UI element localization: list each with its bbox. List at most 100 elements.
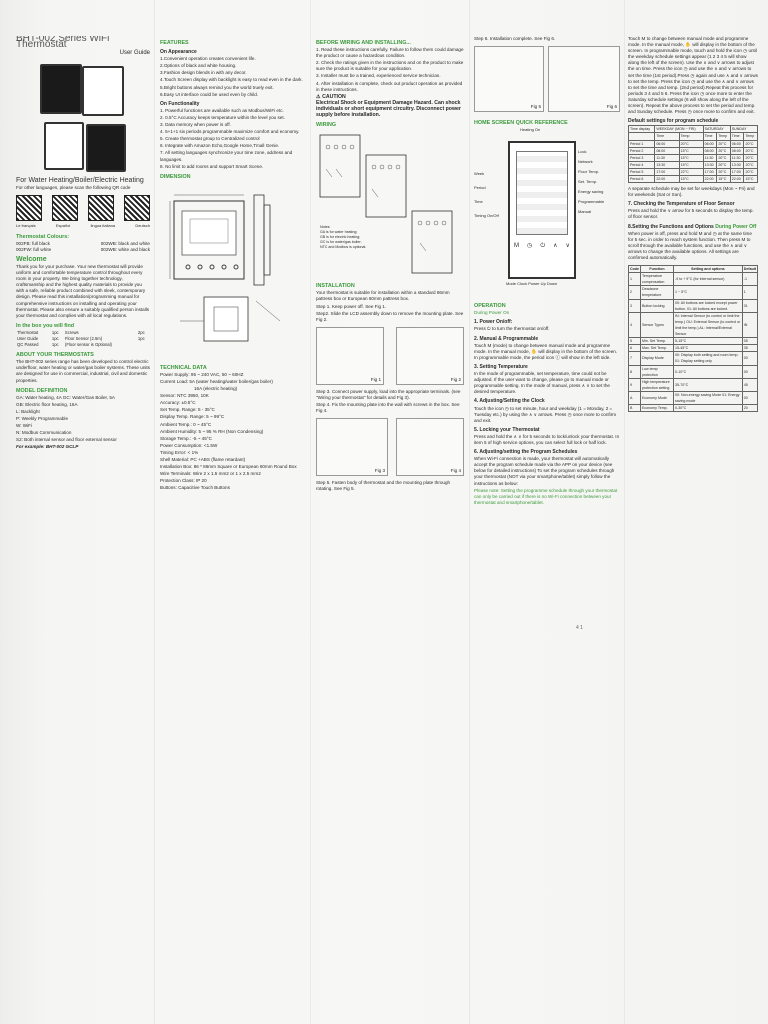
features-heading: FEATURES (160, 40, 189, 46)
screen-label: Network (578, 159, 593, 165)
feature-line: 2. 0.5°C Accuracy keeps temperature with… (160, 114, 285, 120)
step-line: Step 5. Fasten body of thermostat and th… (316, 480, 451, 492)
feature-line: 6.Easy UI interface could be used even b… (160, 91, 259, 97)
op-text: In the mode of programmable, set tempera… (474, 371, 610, 395)
op-heading: 5. Locking your Thermostat (474, 426, 540, 433)
op-heading: 4. Adjusting/Setting the Clock (474, 398, 545, 405)
dimension-drawing (160, 181, 306, 361)
power-on-note: During Power On (474, 310, 510, 316)
product-photos (16, 60, 150, 178)
welcome-text: Thank you for your purchase. Your new th… (16, 263, 150, 318)
qr-label: Español (55, 223, 71, 229)
column-features: FEATURES On Appearance 1.Convenient oper… (160, 36, 306, 492)
wiring-diagram (319, 134, 453, 274)
screen-label: Energy saving (578, 189, 604, 195)
op-text: Press and hold the ∧ ∨ for 5 seconds to … (474, 433, 620, 445)
tech-line: Set Temp. Range: 5 - 35°C (160, 407, 215, 413)
op-heading: 3. Setting Temperature (474, 363, 528, 370)
operation-heading: OPERATION (474, 303, 506, 310)
before-line: 3. Installer must be a trained, experien… (316, 73, 441, 79)
clock-button[interactable]: ◷ (527, 243, 533, 250)
model-line: N: Modbus Communication (16, 430, 72, 436)
qr-code-icon[interactable] (16, 195, 42, 222)
screen-label: Timing On/Off (474, 213, 499, 219)
tech-line: Display Temp. Range: 5 ~ 99°C (160, 414, 225, 420)
schedule-intro: Touch M to change between manual mode an… (628, 36, 758, 115)
before-line: 4. After installation is complete, check… (316, 80, 463, 92)
dimension-diagram (169, 194, 281, 342)
tech-line: Wire Terminals: Wire 2 x 1.5 mm2 or 1 x … (160, 471, 261, 477)
model-heading: MODEL DEFINITION (16, 387, 68, 394)
tech-line: Installation Box: 86 * 86mm Square or Eu… (160, 464, 297, 470)
step-line: Step 6. Installation complete. See Fig 6… (474, 36, 556, 41)
qr-code-icon[interactable] (124, 195, 150, 222)
column-operation: Step 6. Installation complete. See Fig 6… (474, 36, 620, 507)
button-legend: Mode Clock Power Up Down (506, 281, 558, 287)
step-line: Step 4. Fix the mounting plate into the … (316, 401, 460, 414)
welcome-heading: Welcome (16, 255, 47, 263)
screen-label: Set. Temp. (578, 179, 598, 185)
column-settings: Touch M to change between manual mode an… (628, 36, 758, 413)
qr-code-icon[interactable] (52, 195, 78, 222)
step-line: Step2. Slide the LCD assembly down to re… (316, 310, 464, 322)
dimension-heading: DIMENSION (160, 173, 191, 180)
model-line: W: WiFi (16, 423, 32, 429)
note-line: GC is for water/gas boiler; (320, 240, 362, 245)
caution-label: CAUTION (322, 93, 346, 100)
tech-line: Ambient Temp.: 0 ~ 45°C (160, 421, 212, 427)
fig6-drawing: Fig 6 (548, 46, 620, 113)
down-button[interactable]: ∨ (565, 243, 570, 250)
colours-heading: Thermostat Colours: (16, 233, 70, 240)
qr-codes (16, 195, 150, 222)
colour-item: 002WB: black and white (100, 240, 150, 246)
manual-subtitle: User Guide (119, 50, 150, 57)
installation-heading: INSTALLATION (316, 283, 355, 290)
column-installation: BEFORE WIRING AND INSTALLING... 1. Read … (316, 36, 464, 493)
functions-text: When power is off, press and hold M and … (628, 230, 752, 260)
feature-line: 8. No limit to add rooms and support Sma… (160, 163, 264, 169)
op-text: Touch M (mode) to change between manual … (474, 342, 618, 360)
home-heading: HOME SCREEN QUICK REFERENCE (474, 120, 568, 127)
fig-caption: Fig 4 (450, 468, 461, 474)
tech-line: Timing Error: < 1% (160, 449, 199, 455)
op-heading: 6. Adjusting/setting the Program Schedul… (474, 449, 578, 456)
colour-item: 002FW: full white (16, 246, 52, 252)
before-line: 1. Read these instructions carefully. Fa… (316, 47, 464, 59)
fold-line (154, 0, 155, 1024)
left-labels: Week Period Time Timing On/Off (474, 167, 499, 223)
functions-title: 8.Setting the Functions and Options (628, 223, 714, 230)
feature-line: 4. 5+1+1 six periods programmable maximi… (160, 129, 300, 135)
power-button[interactable]: ⏻ (540, 243, 546, 250)
tech-line: Ambient Humidity: 5 ~ 95 % RH (Non Conde… (160, 428, 264, 434)
up-button[interactable]: ∧ (553, 243, 558, 250)
mode-button[interactable]: M (514, 243, 520, 250)
note-line: GB is for electric heating; (320, 235, 361, 240)
qr-code-icon[interactable] (88, 195, 114, 222)
note-line: GA is for water heating; (320, 230, 358, 235)
model-line: P: Weekly Programmable (16, 416, 68, 421)
functionality-heading: On Functionality (160, 100, 200, 107)
column-cover: BHT-002 Series WiFi Thermostat User Guid… (16, 36, 150, 451)
qr-note: For other languages, please scan the fol… (16, 185, 131, 191)
note-line: NTC and Modbus is optional. (320, 245, 367, 250)
fold-line (310, 0, 311, 1024)
tech-line: Power Consumption: <1.5W (160, 442, 218, 448)
thermostat-photo (86, 124, 126, 173)
screen-label: Floor Temp. (578, 169, 600, 175)
